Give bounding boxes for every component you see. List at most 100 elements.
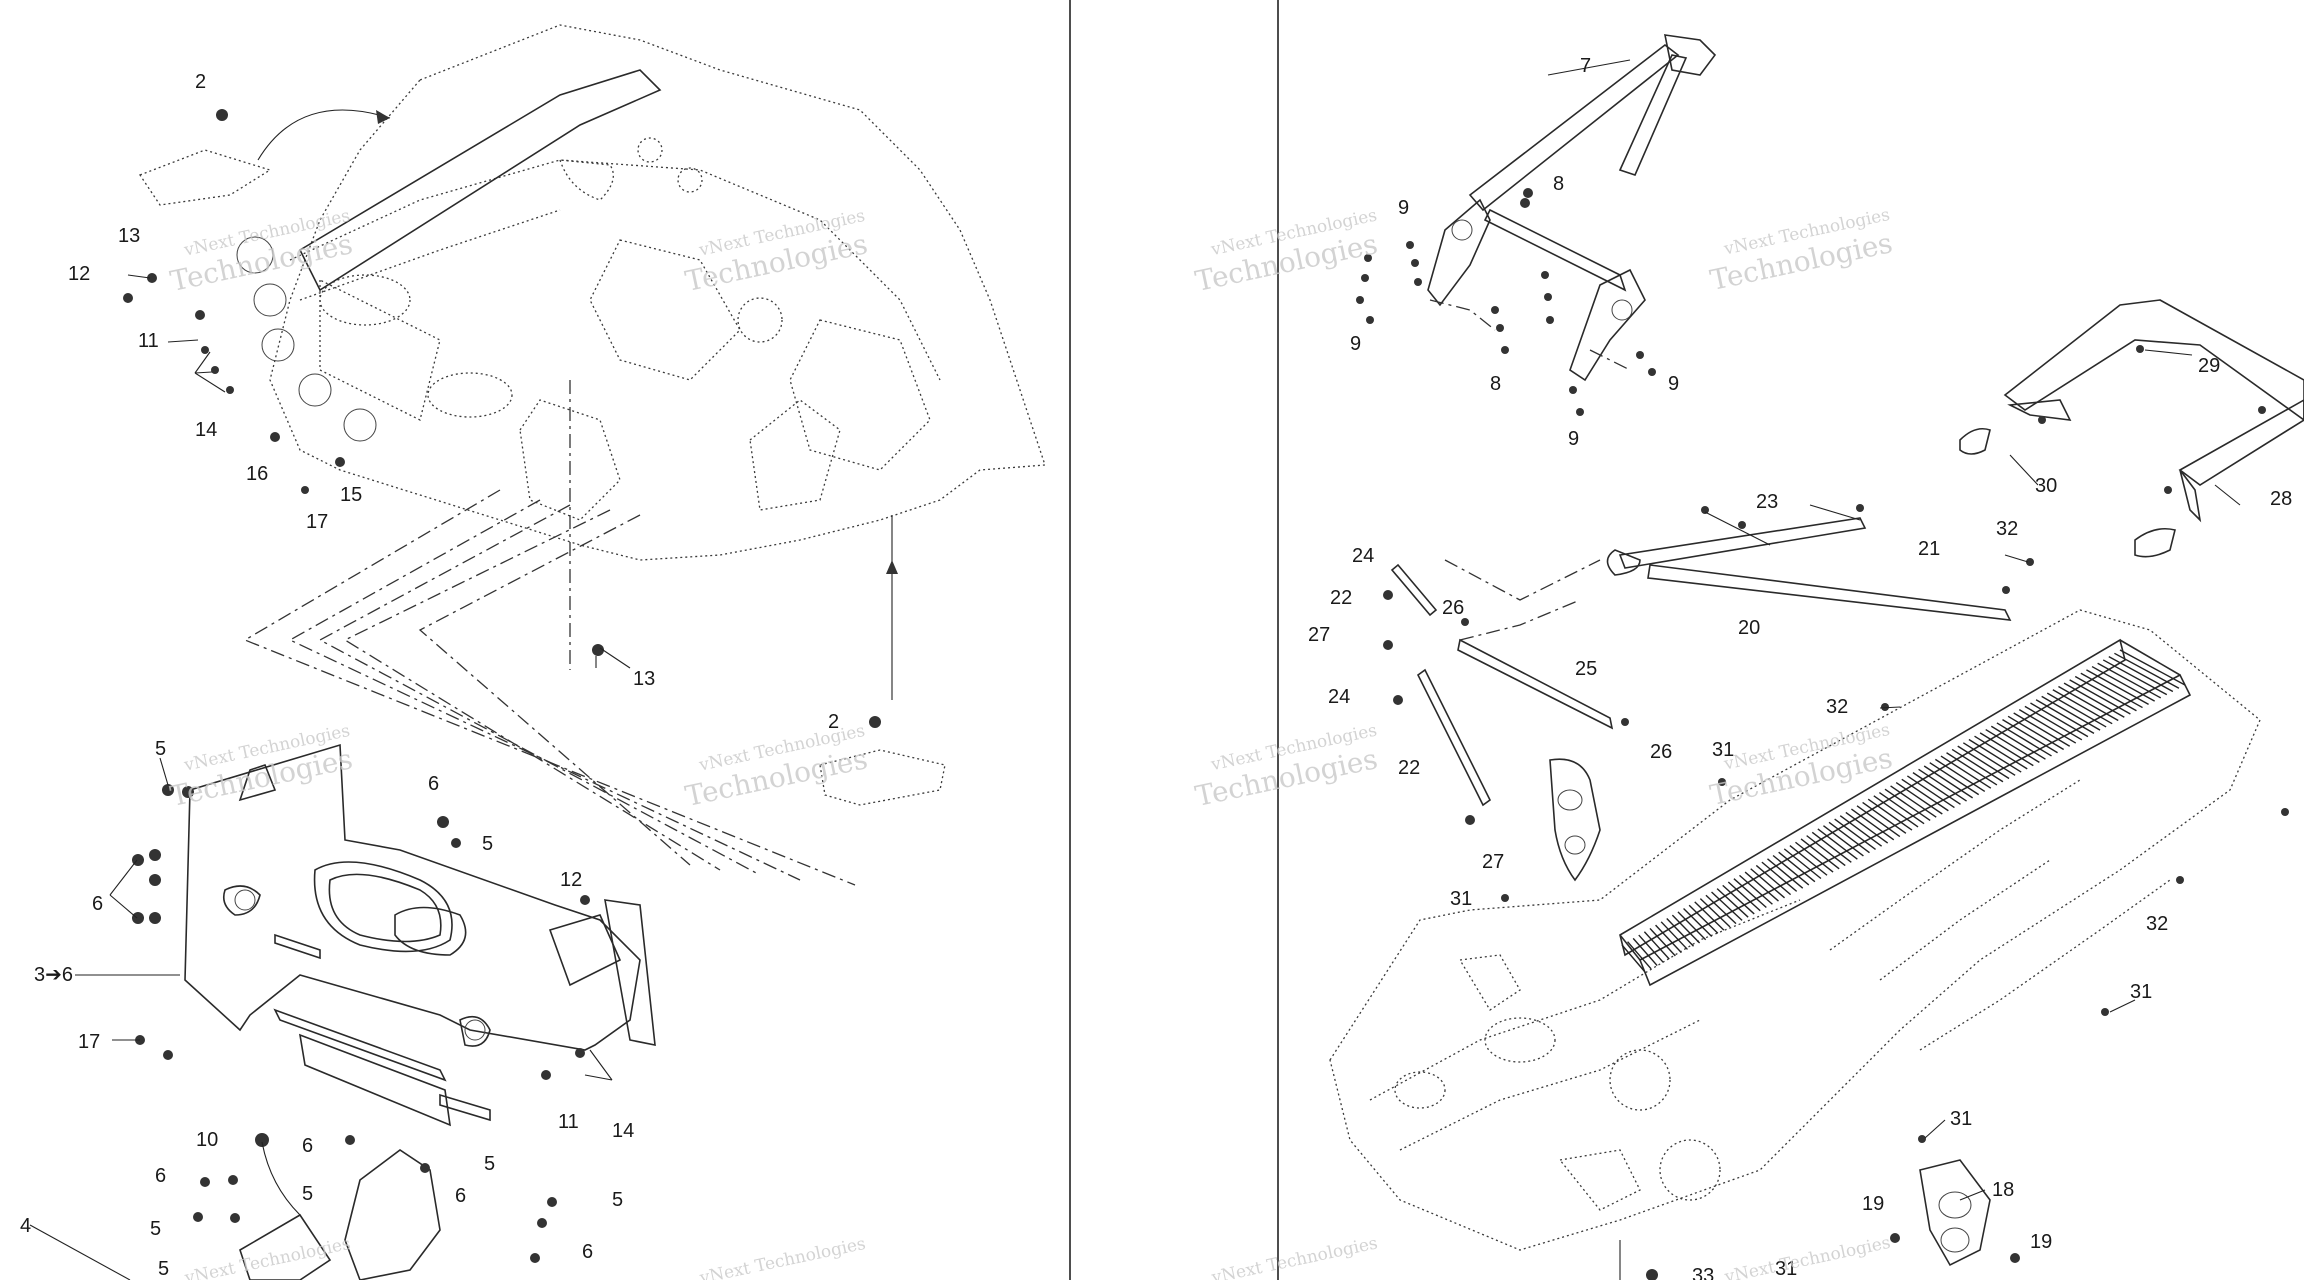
fin-line xyxy=(2002,719,2058,754)
fin-line xyxy=(1873,795,1919,828)
leader-lines xyxy=(75,59,2241,1280)
callout-32: 32 xyxy=(1996,518,2018,540)
callout-17: 17 xyxy=(306,511,328,533)
fin-line xyxy=(2119,649,2186,686)
fin-line xyxy=(1767,858,1804,889)
watermark-text: vNext Technologies xyxy=(1209,1233,1379,1280)
fin-line xyxy=(2058,685,2119,722)
fin-line xyxy=(1996,722,2052,757)
fin-line xyxy=(1823,825,1864,857)
callout-labels-right-lower: 31 18 19 19 33 31 xyxy=(1692,1108,2052,1280)
fin-line xyxy=(2041,695,2101,731)
callout-5e: 5 xyxy=(612,1189,623,1211)
callout-13: 13 xyxy=(118,225,140,247)
watermarks: vNext Technologies Technologies vNext Te… xyxy=(167,205,1895,1280)
heat-exchanger-fins xyxy=(1619,638,2192,987)
fin-line xyxy=(1990,725,2046,760)
fin-line xyxy=(1957,745,2010,780)
watermark-text: vNext Technologies xyxy=(1722,1233,1892,1280)
fin-line xyxy=(1923,765,1974,799)
callout-5b: 5 xyxy=(482,833,493,855)
callout-31: 31 xyxy=(1712,739,1734,761)
fin-line xyxy=(1800,838,1840,870)
fin-line xyxy=(1627,941,1652,970)
fin-line xyxy=(2097,662,2162,699)
fin-line xyxy=(1772,854,1810,886)
callout-11: 11 xyxy=(138,330,159,352)
callout-9c: 9 xyxy=(1668,373,1679,395)
callout-14b: 14 xyxy=(612,1120,634,1142)
callout-18: 18 xyxy=(1992,1179,2014,1201)
callout-6: 6 xyxy=(428,773,439,795)
callout-19: 19 xyxy=(1862,1193,1884,1215)
fasteners-lower-left xyxy=(132,784,590,1263)
fin-line xyxy=(1912,772,1961,805)
callout-22b: 22 xyxy=(1398,757,1420,779)
callout-5d: 5 xyxy=(302,1183,313,1205)
fin-line xyxy=(1716,888,1749,918)
fin-line xyxy=(1862,801,1907,834)
callout-7: 7 xyxy=(1580,55,1591,77)
fin-pattern xyxy=(1621,649,2186,973)
fin-line xyxy=(1811,831,1852,863)
callout-30: 30 xyxy=(2035,475,2057,497)
fin-line xyxy=(1649,927,1676,957)
fin-line xyxy=(1666,917,1695,947)
upper-frame-assembly xyxy=(236,24,1046,561)
fin-line xyxy=(1929,762,1980,796)
fin-line xyxy=(1739,874,1773,905)
fin-line xyxy=(1979,732,2034,767)
callout-31c: 31 xyxy=(2130,981,2152,1003)
callout-28: 28 xyxy=(2270,488,2292,510)
callout-22: 22 xyxy=(1330,587,1352,609)
fin-line xyxy=(1783,848,1822,880)
callout-31e: 31 xyxy=(1775,1258,1797,1280)
fin-line xyxy=(1806,835,1846,867)
callout-12b: 12 xyxy=(560,869,582,891)
page-dividers xyxy=(1069,0,1279,1280)
callout-33: 33 xyxy=(1692,1265,1714,1280)
fin-line xyxy=(1705,894,1737,925)
bracket-part-18 xyxy=(1919,1159,1991,1267)
fin-line xyxy=(1851,808,1895,841)
fin-line xyxy=(1895,782,1943,815)
callout-26: 26 xyxy=(1442,597,1464,619)
fin-line xyxy=(1839,815,1883,847)
fin-line xyxy=(1878,791,1925,825)
callout-9b: 9 xyxy=(1350,333,1361,355)
callout-2b: 2 xyxy=(828,711,839,733)
callout-5: 5 xyxy=(155,738,166,760)
fin-line xyxy=(2086,669,2149,705)
fin-line xyxy=(1867,798,1913,831)
callout-labels-left-lower: 5 6 5 6 3➔6 17 12 11 14 10 6 5 6 5 5 6 5… xyxy=(20,738,634,1280)
callout-23: 23 xyxy=(1756,491,1778,513)
callout-6c: 6 xyxy=(302,1135,313,1157)
callout-19b: 19 xyxy=(2030,1231,2052,1253)
callout-31b: 31 xyxy=(1450,888,1472,910)
fin-line xyxy=(1968,738,2022,773)
tunnel-assembly xyxy=(1329,609,2261,1251)
callout-17b: 17 xyxy=(78,1031,100,1053)
callout-27: 27 xyxy=(1308,624,1330,646)
callout-6e: 6 xyxy=(455,1185,466,1207)
fin-line xyxy=(1789,845,1828,876)
fin-line xyxy=(1817,828,1858,860)
fin-line xyxy=(1660,921,1688,950)
fin-line xyxy=(1643,931,1670,960)
struts-assembly xyxy=(1390,517,2012,882)
fin-line xyxy=(2114,652,2180,689)
callout-9d: 9 xyxy=(1568,428,1579,450)
callout-20: 20 xyxy=(1738,617,1760,639)
fin-line xyxy=(1901,778,1949,812)
fin-line xyxy=(2074,675,2137,712)
fasteners-right xyxy=(1383,504,2289,1280)
callout-11b: 11 xyxy=(558,1111,579,1133)
fin-line xyxy=(1985,728,2040,763)
callout-24: 24 xyxy=(1352,545,1374,567)
fin-line xyxy=(1638,934,1664,963)
fin-line xyxy=(1621,944,1646,973)
fin-line xyxy=(2046,692,2107,728)
callout-2: 2 xyxy=(195,71,206,93)
fin-line xyxy=(1795,841,1834,873)
